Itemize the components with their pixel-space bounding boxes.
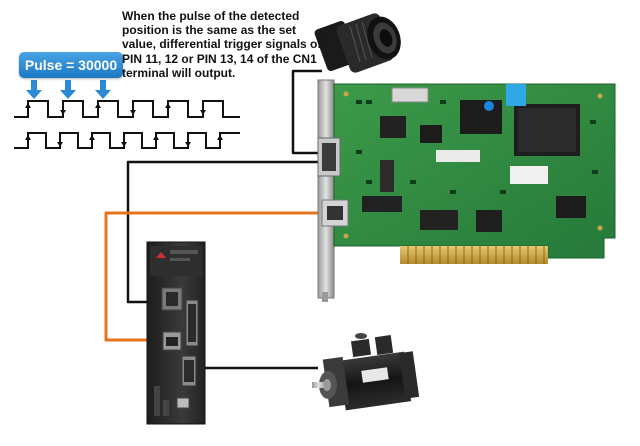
trigger-arrows (26, 80, 111, 99)
camera-icon (314, 13, 401, 73)
card-header-pins (391, 87, 429, 103)
card-gold-fingers (400, 246, 548, 264)
servo-motor-icon (312, 333, 420, 411)
pci-card-icon (317, 79, 616, 302)
trigger-arrow-2 (60, 80, 76, 99)
wires (104, 69, 328, 370)
trigger-arrow-1 (26, 80, 42, 99)
drive-usb-port (176, 397, 190, 409)
motor-power-connector (350, 338, 372, 358)
card-blue-led (484, 101, 494, 111)
camera-to-card-wire (291, 69, 322, 155)
motor-encoder-connector (374, 334, 394, 356)
pulse-waveforms (14, 100, 240, 149)
card-bracket (317, 79, 335, 299)
trigger-arrow-3 (95, 80, 111, 99)
trigger-description-text: When the pulse of the detected position … (122, 9, 322, 80)
waveform-a (14, 100, 240, 118)
motor-label (361, 367, 389, 383)
drive-to-card-wire-orange (104, 211, 328, 342)
waveform-edge-arrows (25, 103, 223, 147)
servo-drive-icon (146, 241, 206, 425)
pulse-count-badge: Pulse = 30000 (19, 52, 123, 78)
waveform-b (14, 132, 240, 149)
